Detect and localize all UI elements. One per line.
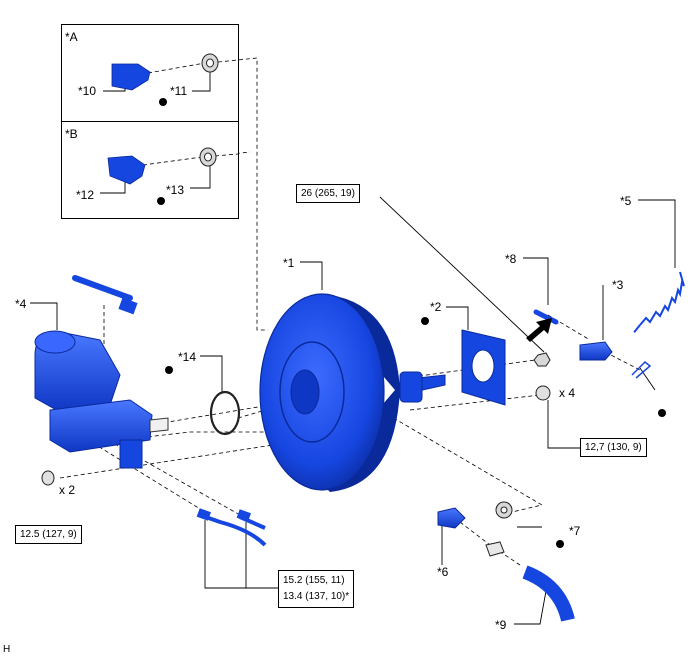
label-part-1: *1 bbox=[283, 256, 295, 270]
hose-clamp bbox=[485, 541, 505, 557]
label-part-11: *11 bbox=[170, 84, 188, 98]
label-part-5: *5 bbox=[620, 194, 632, 208]
label-part-12: *12 bbox=[76, 188, 95, 202]
nut-rod bbox=[533, 352, 551, 367]
clevis-pin-part-8 bbox=[533, 309, 559, 325]
torque-tube-nuts: 15.2 (155, 11) 13.4 (137, 10)* bbox=[278, 570, 355, 608]
inset-a-title: *A bbox=[65, 30, 78, 44]
gasket-part-2 bbox=[461, 329, 506, 406]
label-part-14: *14 bbox=[178, 350, 197, 364]
bolt-master bbox=[41, 470, 55, 486]
nut-booster bbox=[535, 385, 551, 401]
corner-code: H bbox=[3, 644, 11, 655]
master-cylinder-part-4 bbox=[34, 330, 169, 469]
label-part-6: *6 bbox=[437, 565, 449, 579]
inset-a-frame bbox=[61, 24, 239, 122]
inset-b-title: *B bbox=[65, 127, 78, 141]
torque-rod-nut: 26 (265, 19) bbox=[296, 184, 360, 203]
arrow-icon bbox=[526, 318, 552, 342]
dot-marker bbox=[157, 197, 165, 205]
grommet-part-7 bbox=[495, 501, 513, 519]
label-part-3: *3 bbox=[612, 278, 624, 292]
label-part-13: *13 bbox=[166, 183, 185, 197]
dot-marker bbox=[165, 366, 173, 374]
label-part-10: *10 bbox=[78, 84, 97, 98]
brake-tube-2 bbox=[236, 509, 266, 530]
vacuum-hose-part-9 bbox=[522, 565, 575, 622]
torque-tube-nut-1: 15.2 (155, 11) bbox=[283, 575, 345, 586]
clip-part bbox=[631, 360, 652, 379]
torque-master-nut: 12.5 (127, 9) bbox=[15, 525, 82, 544]
spring-part-5 bbox=[633, 271, 685, 333]
dot-marker bbox=[421, 317, 429, 325]
dot-marker bbox=[556, 540, 564, 548]
bolt-qty-label: x 2 bbox=[59, 483, 76, 497]
dot-marker bbox=[159, 98, 167, 106]
label-part-7: *7 bbox=[569, 524, 581, 538]
check-valve-part-6 bbox=[437, 507, 466, 529]
brake-tube-1 bbox=[196, 508, 267, 547]
label-part-2: *2 bbox=[430, 300, 442, 314]
brake-booster-part-1 bbox=[259, 293, 446, 492]
label-part-4: *4 bbox=[15, 297, 27, 311]
nut-qty-label: x 4 bbox=[559, 386, 576, 400]
torque-tube-nut-2: 13.4 (137, 10)* bbox=[283, 591, 350, 602]
vacuum-hose bbox=[72, 275, 138, 315]
o-ring-part-14 bbox=[209, 390, 241, 436]
label-part-8: *8 bbox=[505, 252, 517, 266]
torque-booster-nut: 12,7 (130, 9) bbox=[580, 438, 647, 457]
label-part-9: *9 bbox=[495, 618, 507, 632]
inset-b-frame bbox=[61, 121, 239, 219]
dot-marker bbox=[658, 409, 666, 417]
clevis-part-3 bbox=[579, 341, 613, 361]
